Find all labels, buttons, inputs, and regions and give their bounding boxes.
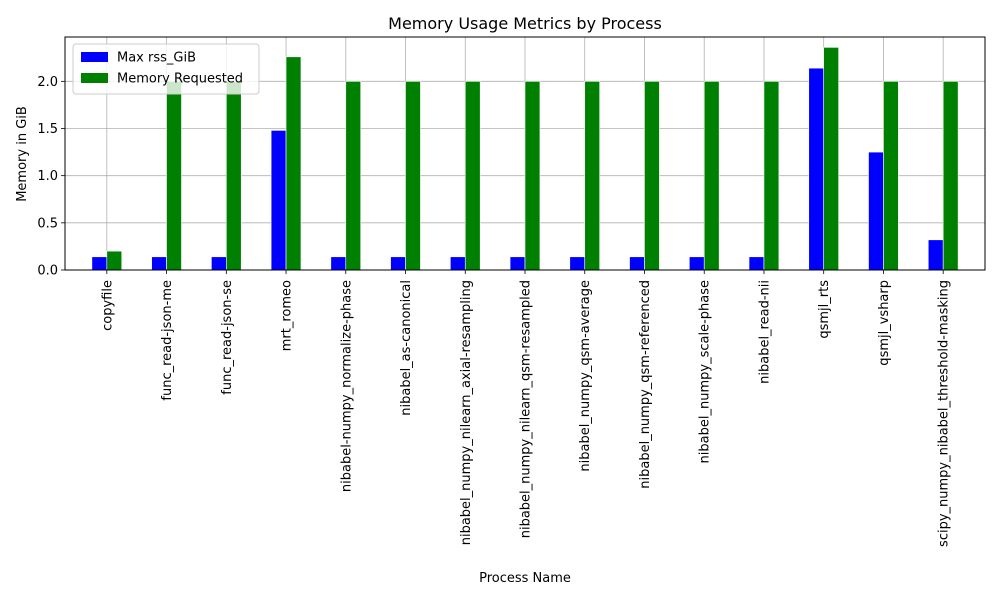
bar-memory-requested <box>823 47 839 271</box>
bar-memory-requested <box>703 81 720 271</box>
x-axis-ticks: copyfile func_read-json-me func_read-json-… <box>100 270 952 547</box>
chart-title: Memory Usage Metrics by Process <box>388 14 662 33</box>
y-axis-ticks: 0.0 0.5 1.0 1.5 2.0 <box>37 75 65 279</box>
bar-memory-requested <box>285 56 302 271</box>
bar-memory-requested <box>942 81 959 271</box>
bar-memory-requested <box>405 81 421 271</box>
x-tick-label: nibabel_numpy_scale-phase <box>698 280 713 463</box>
bar-max-rss <box>330 256 347 271</box>
y-tick-label: 1.0 <box>37 169 58 184</box>
bar-memory-requested <box>644 81 660 271</box>
bar-memory-requested <box>166 81 182 271</box>
bar-memory-requested <box>584 81 600 271</box>
x-tick-label: nibabel_numpy_nilearn_qsm-resampled <box>519 280 534 538</box>
bar-max-rss <box>151 256 167 271</box>
x-tick-label: nibabel_numpy_nilearn_axial-resampling <box>459 280 474 545</box>
bar-max-rss <box>688 256 705 271</box>
x-tick-label: nibabel_numpy_qsm-referenced <box>638 280 653 489</box>
bars <box>91 47 959 271</box>
x-tick-label: nibabel_as-canonical <box>399 280 414 416</box>
bar-max-rss <box>569 256 586 271</box>
x-tick-label: mrt_romeo <box>280 280 295 351</box>
bar-memory-requested <box>225 81 242 271</box>
y-tick-label: 2.0 <box>37 75 58 90</box>
legend-box <box>72 43 260 95</box>
legend: Max rss_GiB Memory Requested <box>72 43 260 95</box>
bar-memory-requested <box>464 81 481 271</box>
y-tick-label: 1.5 <box>37 122 58 137</box>
bar-max-rss <box>808 67 825 271</box>
bar-max-rss <box>390 256 406 271</box>
bar-max-rss <box>91 256 108 271</box>
legend-label-max-rss: Max rss_GiB <box>117 51 196 66</box>
x-axis-label: Process Name <box>479 571 571 586</box>
legend-label-memory-requested: Memory Requested <box>117 72 243 87</box>
x-tick-label: copyfile <box>100 280 115 331</box>
x-tick-label: qsmjl_rts <box>817 280 832 339</box>
bar-max-rss <box>509 256 526 271</box>
y-tick-label: 0.5 <box>37 216 58 231</box>
x-tick-label: func_read-json-me <box>160 280 175 401</box>
x-tick-label: nibabel_read-nii <box>757 280 772 384</box>
bar-max-rss <box>270 130 287 271</box>
y-axis-label: Memory in GiB <box>15 106 30 202</box>
bar-memory-requested <box>524 81 541 271</box>
bar-max-rss <box>211 256 227 271</box>
y-tick-label: 0.0 <box>37 264 58 279</box>
bar-max-rss <box>629 256 645 271</box>
bar-max-rss <box>748 256 765 271</box>
bar-memory-requested <box>883 81 899 271</box>
bar-max-rss <box>450 256 466 271</box>
bar-max-rss <box>927 239 944 271</box>
bar-memory-requested <box>106 250 123 271</box>
bar-memory-requested <box>763 81 780 271</box>
legend-swatch-max-rss <box>81 52 108 62</box>
x-tick-label: scipy_numpy_nibabel_threshold-masking <box>937 280 952 547</box>
bar-memory-requested <box>345 81 362 271</box>
x-tick-label: func_read-json-se <box>220 280 235 395</box>
x-tick-label: qsmjl_vsharp <box>877 280 892 366</box>
bar-max-rss <box>868 151 884 271</box>
x-tick-label: nibabel-numpy_normalize-phase <box>339 280 354 492</box>
legend-swatch-memory-requested <box>81 73 108 83</box>
x-tick-label: nibabel_numpy_qsm-average <box>578 280 593 472</box>
